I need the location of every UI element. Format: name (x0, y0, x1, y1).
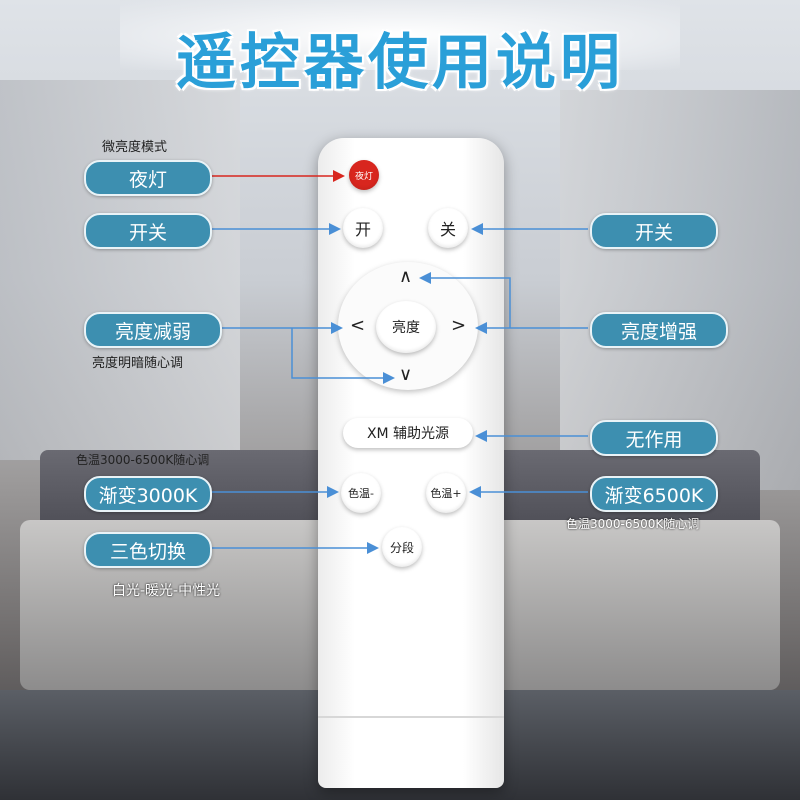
label-night-light: 夜灯 (84, 160, 212, 196)
line-up (419, 272, 511, 328)
label-fade-3000k: 渐变3000K (84, 476, 212, 512)
label-brightness-up: 亮度增强 (590, 312, 728, 348)
note-micro-brightness: 微亮度模式 (102, 140, 168, 155)
note-temp-range-right: 色温3000-6500K随心调 (566, 517, 700, 531)
temp-minus-button[interactable]: 色温- (341, 473, 381, 513)
aux-light-button[interactable]: XM 辅助光源 (343, 418, 473, 448)
page-title: 遥控器使用说明 (176, 28, 624, 98)
arrow-right-icon[interactable]: > (451, 315, 467, 336)
remote-battery-ridge (318, 716, 504, 718)
note-color-modes: 白光-暖光-中性光 (112, 583, 221, 599)
wall-panel-left (0, 80, 240, 460)
label-no-function: 无作用 (590, 420, 718, 456)
on-button[interactable]: 开 (343, 208, 383, 248)
label-brightness-down: 亮度减弱 (84, 312, 222, 348)
temp-plus-button[interactable]: 色温+ (426, 473, 466, 513)
segment-button[interactable]: 分段 (382, 527, 422, 567)
arrow-up-icon[interactable]: ∧ (399, 266, 413, 287)
brightness-center-button[interactable]: 亮度 (376, 301, 436, 353)
label-power-left: 开关 (84, 213, 212, 249)
note-brightness-adjust: 亮度明暗随心调 (92, 356, 184, 371)
arrow-down-icon[interactable]: ∨ (399, 364, 413, 385)
ceiling-light (120, 0, 680, 70)
label-fade-6500k: 渐变6500K (590, 476, 718, 512)
off-button[interactable]: 关 (428, 208, 468, 248)
label-three-color: 三色切换 (84, 532, 212, 568)
arrow-left-icon[interactable]: < (350, 315, 366, 336)
night-light-button[interactable]: 夜灯 (349, 160, 379, 190)
label-power-right: 开关 (590, 213, 718, 249)
note-temp-range-left: 色温3000-6500K随心调 (76, 453, 210, 467)
remote-control (318, 138, 504, 788)
line-down (291, 328, 395, 384)
